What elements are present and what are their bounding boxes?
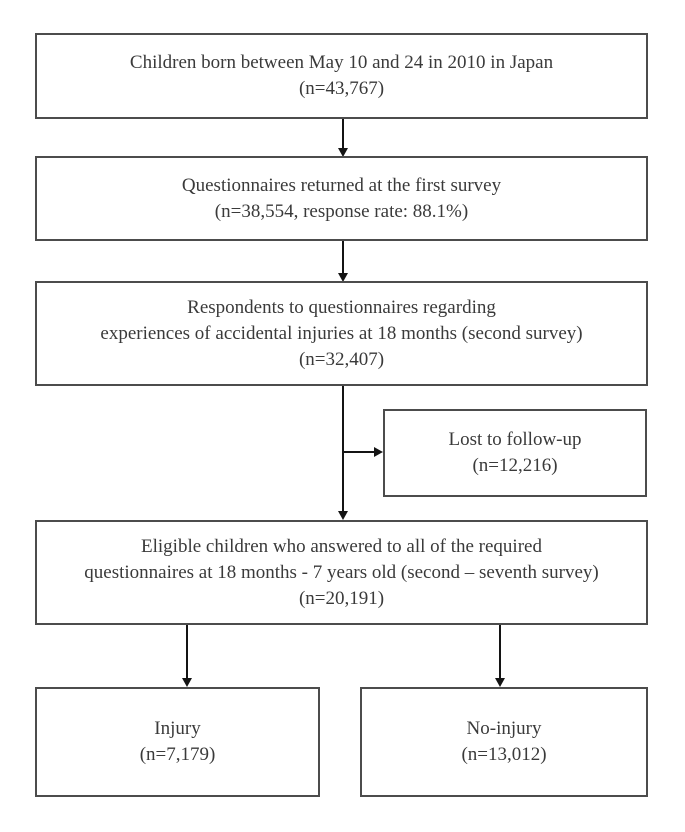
box-lost-count: (n=12,216) [472,455,558,476]
box-first-survey: Questionnaires returned at the first sur… [35,156,648,241]
arrow-first-to-second-survey-head [338,273,348,282]
box-first-survey-line1: Questionnaires returned at the first sur… [181,174,502,196]
branch-to-lost-head [374,447,383,457]
box-second-survey: Respondents to questionnaires regarding … [35,281,648,386]
box-eligible: Eligible children who answered to all of… [35,520,648,625]
box-second-survey-count: (n=32,407) [298,348,385,370]
arrow-population-to-first-survey-head [338,148,348,157]
box-first-survey-count: (n=38,554, response rate: 88.1%) [214,200,469,222]
connector-second-to-eligible-head [338,511,348,520]
box-injury-count: (n=7,179) [139,744,216,765]
arrow-eligible-to-injury-head [182,678,192,687]
arrow-eligible-to-no-injury-line [499,625,501,679]
box-no-injury: No-injury (n=13,012) [360,687,648,797]
box-population: Children born between May 10 and 24 in 2… [35,33,648,119]
box-injury-line1: Injury [154,718,201,739]
box-second-survey-line2: experiences of accidental injuries at 18… [100,322,583,344]
box-second-survey-line1: Respondents to questionnaires regarding [187,296,496,318]
box-lost-to-follow-up: Lost to follow-up (n=12,216) [383,409,647,497]
box-lost-line1: Lost to follow-up [448,429,582,450]
box-population-line1: Children born between May 10 and 24 in 2… [129,52,554,73]
box-population-count: (n=43,767) [298,78,385,99]
box-eligible-count: (n=20,191) [298,587,385,609]
box-eligible-line1: Eligible children who answered to all of… [141,535,542,557]
box-no-injury-line1: No-injury [466,718,542,739]
arrow-eligible-to-injury-line [186,625,188,679]
box-eligible-line2: questionnaires at 18 months - 7 years ol… [84,561,599,583]
arrow-eligible-to-no-injury-head [495,678,505,687]
arrow-first-to-second-survey-line [342,241,344,274]
box-no-injury-count: (n=13,012) [461,744,547,765]
connector-second-to-eligible-line [342,386,344,512]
arrow-population-to-first-survey-line [342,119,344,149]
branch-to-lost-line [343,451,374,453]
box-injury: Injury (n=7,179) [35,687,320,797]
